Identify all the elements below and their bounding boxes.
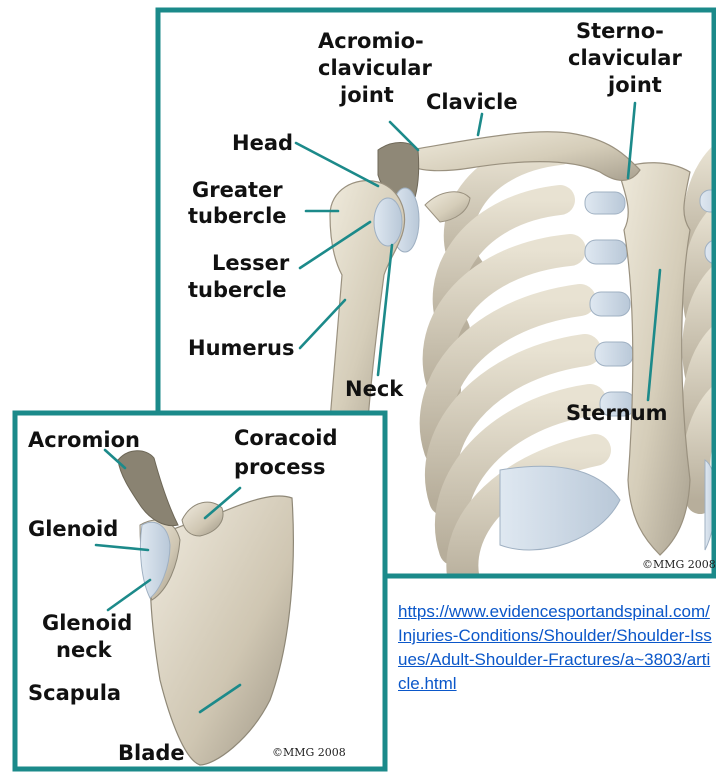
label-glenoid: Glenoid <box>28 517 118 541</box>
label-head: Head <box>232 131 293 155</box>
main-copyright: ©MMG 2008 <box>642 558 716 571</box>
label-humerus: Humerus <box>188 336 294 360</box>
label-acromion: Acromion <box>28 428 140 452</box>
humeral-head-cartilage <box>374 198 402 246</box>
inset-copyright: ©MMG 2008 <box>272 746 346 759</box>
inset-figure-panel: Acromion Coracoid process Glenoid Glenoi… <box>15 413 385 769</box>
label-scapula: Scapula <box>28 681 121 705</box>
label-sternum: Sternum <box>566 401 668 425</box>
label-clavicle: Clavicle <box>426 90 518 114</box>
label-neck: Neck <box>345 377 404 401</box>
source-link[interactable]: https://www.evidencesportandspinal.com/I… <box>398 600 714 696</box>
label-blade: Blade <box>118 741 185 765</box>
